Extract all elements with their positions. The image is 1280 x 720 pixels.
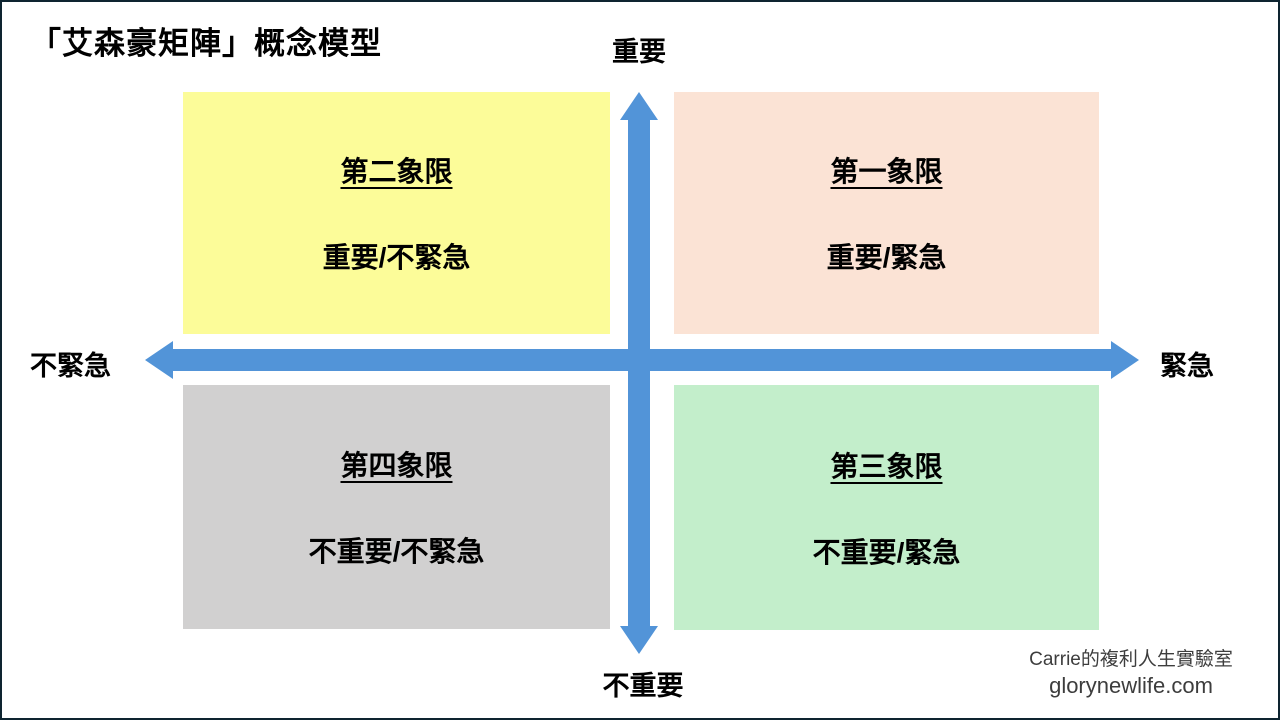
quadrant-1: 第一象限 重要/緊急 xyxy=(674,92,1099,334)
quadrant-2-subtitle: 重要/不緊急 xyxy=(322,242,471,273)
quadrant-4: 第四象限 不重要/不緊急 xyxy=(183,385,610,629)
quadrant-4-subtitle: 不重要/不緊急 xyxy=(308,536,485,567)
quadrant-3: 第三象限 不重要/緊急 xyxy=(674,385,1099,630)
axis-label-urgent: 緊急 xyxy=(1160,351,1214,381)
quadrant-1-title: 第一象限 xyxy=(830,156,943,187)
watermark: Carrie的複利人生實驗室 glorynewlife.com xyxy=(1026,648,1236,699)
quadrant-2-title: 第二象限 xyxy=(340,156,453,187)
axis-label-not-urgent: 不緊急 xyxy=(30,351,111,381)
watermark-site-url: glorynewlife.com xyxy=(1049,672,1213,698)
quadrant-3-title: 第三象限 xyxy=(830,450,943,482)
horizontal-axis-arrow xyxy=(145,341,1139,379)
quadrant-1-subtitle: 重要/緊急 xyxy=(826,242,947,273)
watermark-site-name: Carrie的複利人生實驗室 xyxy=(1029,649,1233,670)
axis-label-important: 重要 xyxy=(612,37,666,67)
quadrant-3-subtitle: 不重要/緊急 xyxy=(812,536,961,568)
vertical-axis-arrow xyxy=(620,92,658,654)
quadrant-4-title: 第四象限 xyxy=(340,450,453,481)
axis-label-not-important: 不重要 xyxy=(602,671,684,701)
page-title: 「艾森豪矩陣」概念模型 xyxy=(30,26,382,61)
quadrant-2: 第二象限 重要/不緊急 xyxy=(183,92,610,334)
